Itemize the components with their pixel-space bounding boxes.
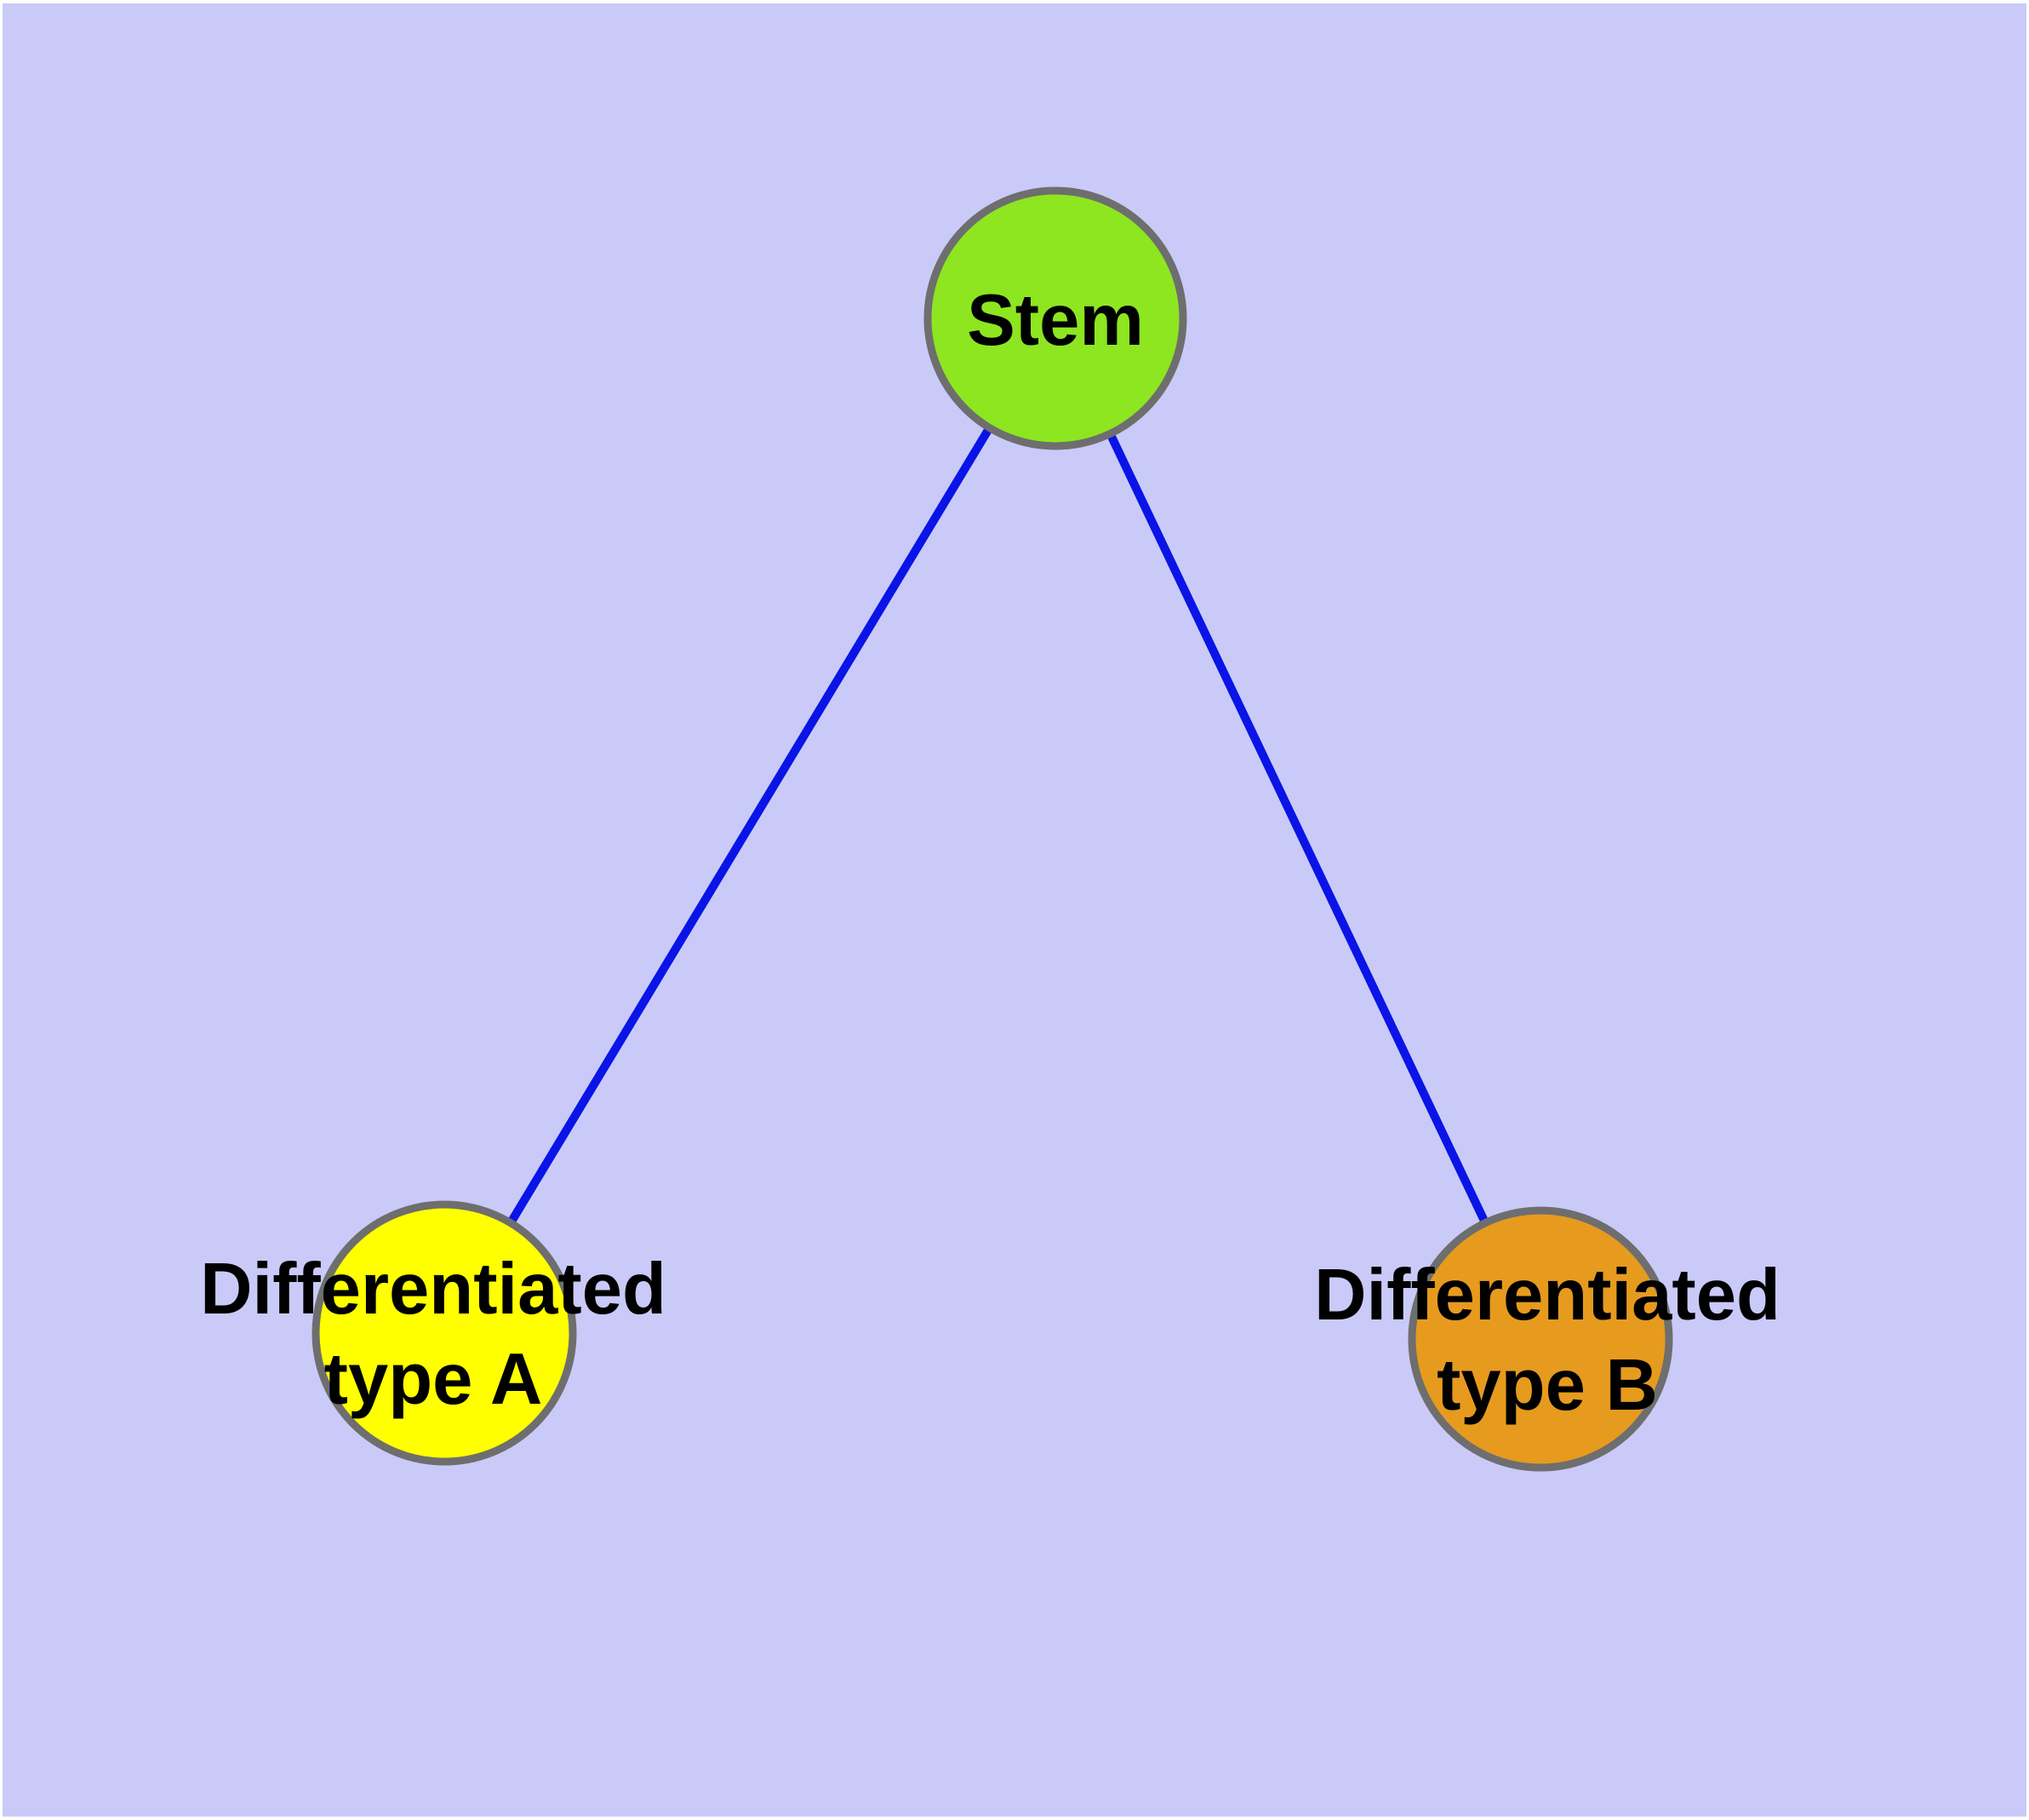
node-stem <box>923 186 1187 450</box>
node-stem-label: Stem <box>967 280 1144 361</box>
node-differentiated-type-b <box>1408 1206 1673 1472</box>
edge-stem-to-type-a <box>440 316 1060 1336</box>
node-differentiated-type-b-label: Differentiated type B <box>1314 1255 1780 1426</box>
node-differentiated-type-a-label: Differentiated type A <box>200 1249 666 1420</box>
node-differentiated-type-a <box>311 1200 577 1466</box>
edge-stem-to-type-b <box>1051 316 1545 1342</box>
